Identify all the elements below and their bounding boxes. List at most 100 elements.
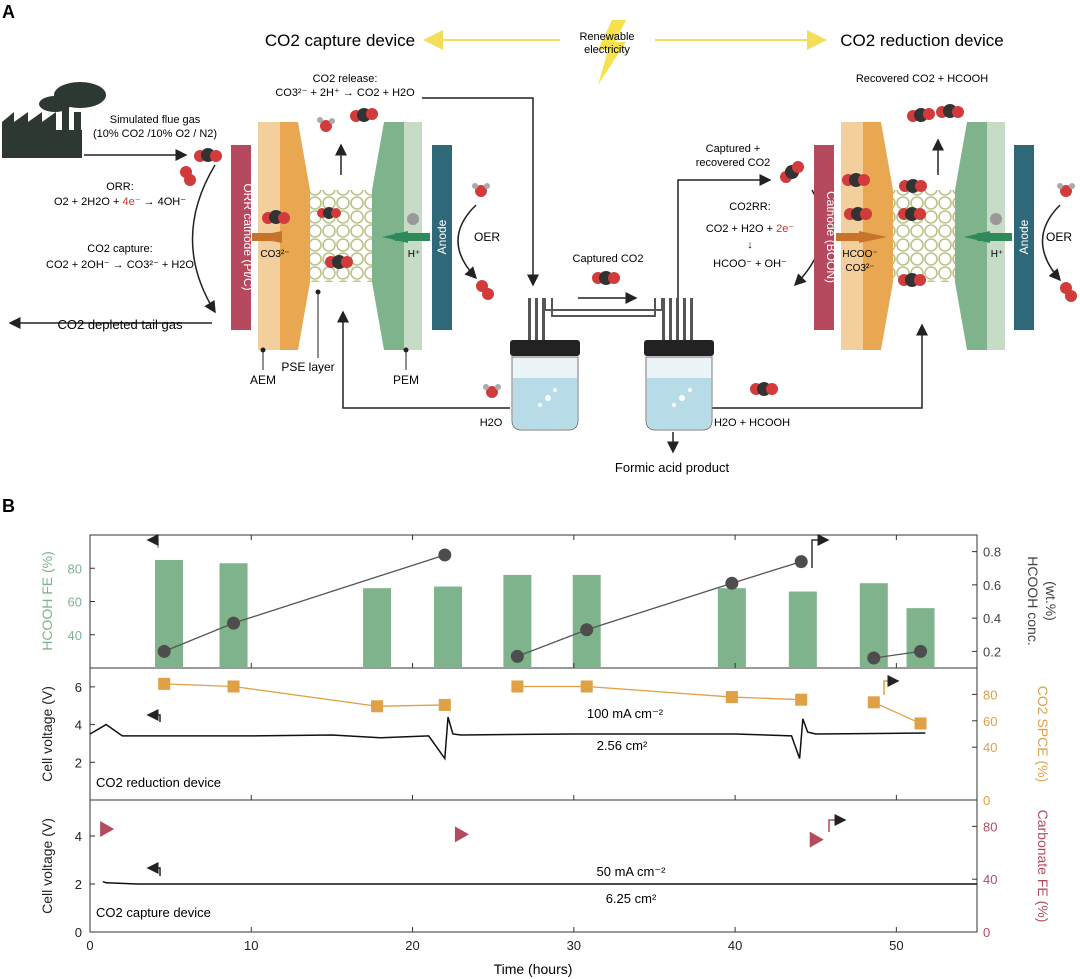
- bottom-voltage-tick-label: 4: [75, 829, 82, 844]
- x-tick-label: 20: [405, 938, 419, 953]
- h2o-molecule: [1057, 183, 1075, 197]
- renewable-line1: Renewable: [579, 31, 634, 43]
- capture-jar: [510, 298, 580, 431]
- orr-equation: O2 + 2H2O + 4e⁻ → 4OH⁻: [54, 196, 186, 208]
- formic-product-label: Formic acid product: [615, 460, 730, 475]
- fe-tick-label: 80: [68, 561, 82, 576]
- conc-point: [867, 651, 881, 665]
- spce-tick-label: 40: [983, 740, 997, 755]
- co2-molecule: [936, 104, 964, 118]
- co2-molecule: [317, 207, 341, 219]
- co2-molecule: [750, 382, 778, 396]
- carbonate-tick-label: 40: [983, 872, 997, 887]
- pse-layer-label: PSE layer: [281, 360, 334, 374]
- mid-voltage-tick-label: 4: [75, 718, 82, 733]
- conc-point: [510, 649, 524, 663]
- fe-bar: [219, 563, 248, 668]
- top-ylabel-right-2: (wt.%): [1043, 581, 1059, 621]
- co2-molecule: [899, 179, 927, 193]
- conc-point: [227, 616, 241, 630]
- co2-molecule: [194, 148, 222, 162]
- capture-equation: CO2 + 2OH⁻ → CO3²⁻ + H2O: [46, 259, 194, 271]
- co3-ion2-label: CO3²⁻: [845, 263, 874, 274]
- h-ion2-label: H⁺: [991, 249, 1004, 260]
- x-axis-label: Time (hours): [494, 961, 573, 977]
- recovered-label: Recovered CO2 + HCOOH: [856, 73, 988, 85]
- bottom-current-label: 50 mA cm⁻²: [597, 864, 667, 879]
- reduction-device-title: CO2 reduction device: [840, 31, 1003, 50]
- co2-molecule: [842, 173, 870, 187]
- conc-line: [873, 650, 921, 659]
- carbonate-tick-label: 80: [983, 819, 997, 834]
- anode-label: Anode: [435, 219, 449, 254]
- h2o-molecule: [483, 384, 501, 398]
- carbonate-point: [100, 821, 115, 838]
- top-ylabel-right-1: HCOOH conc.: [1025, 556, 1041, 645]
- conc-point: [580, 623, 594, 637]
- captured-co2-label: Captured CO2: [573, 253, 644, 265]
- spce-point: [580, 680, 593, 693]
- mid-voltage-tick-label: 6: [75, 680, 82, 695]
- co2rr-equation: CO2 + H2O + 2e⁻: [706, 223, 795, 235]
- mid-voltage-hook-icon: [146, 709, 161, 722]
- fe-bar: [788, 591, 817, 668]
- co2-molecule: [898, 207, 926, 221]
- bottom-ylabel-right: Carbonate FE (%): [1035, 810, 1051, 923]
- bottom-area-label: 6.25 cm²: [606, 891, 657, 906]
- h2o-hcooh-label: H2O + HCOOH: [714, 417, 790, 429]
- x-tick-label: 40: [728, 938, 742, 953]
- x-tick-label: 0: [86, 938, 93, 953]
- oer-label: OER: [474, 230, 500, 244]
- aem-label: AEM: [250, 373, 276, 387]
- x-tick-label: 30: [567, 938, 581, 953]
- mid-ylabel-right: CO2 SPCE (%): [1035, 686, 1051, 782]
- conc-point: [794, 555, 808, 569]
- reduction-jar: [644, 298, 714, 431]
- conc-tick-label: 0.8: [983, 545, 1001, 560]
- spce-line: [164, 683, 445, 707]
- flue-gas-line1: Simulated flue gas: [110, 114, 201, 126]
- conc-axis-hook-icon: [811, 534, 830, 568]
- co2rr-arrow: ↓: [747, 239, 753, 251]
- bottom-ylabel-left: Cell voltage (V): [39, 818, 55, 914]
- bottom-voltage-tick-label: 0: [75, 925, 82, 940]
- fe-bar: [717, 588, 746, 668]
- conc-point: [157, 644, 171, 658]
- co2-molecule: [262, 210, 290, 224]
- h-ion-label: H⁺: [408, 249, 421, 260]
- bottom-device-label: CO2 capture device: [96, 905, 211, 920]
- conc-tick-label: 0.4: [983, 611, 1001, 626]
- mid-current-label: 100 mA cm⁻²: [587, 706, 664, 721]
- conc-line: [163, 554, 445, 652]
- conc-point: [438, 548, 452, 562]
- carbonate-axis-hook-icon: [828, 814, 847, 832]
- conc-tick-label: 0.2: [983, 644, 1001, 659]
- co3-ion-label: CO3²⁻: [260, 249, 289, 260]
- conc-tick-label: 0.6: [983, 578, 1001, 593]
- spce-point: [511, 680, 524, 693]
- co2rr-title: CO2RR:: [729, 201, 771, 213]
- bottom-voltage-tick-label: 2: [75, 877, 82, 892]
- co2rr-products: HCOO⁻ + OH⁻: [713, 258, 787, 270]
- spce-point: [371, 700, 384, 713]
- capture-voltage-line: [102, 880, 977, 885]
- fe-bar: [363, 588, 392, 668]
- fe-axis-hook-icon: [146, 534, 159, 548]
- fe-bar: [572, 574, 601, 668]
- spce-point: [158, 677, 171, 690]
- fe-bar: [906, 608, 935, 668]
- carbonate-point: [454, 826, 469, 843]
- co2-molecule: [592, 271, 620, 285]
- spce-point: [867, 696, 880, 709]
- anode2-label: Anode: [1017, 219, 1031, 254]
- reduction-device-cell: Cathode (BOON) Anode HCOO⁻ CO3²⁻ H⁺: [814, 122, 1034, 350]
- plot-layer: [89, 548, 977, 885]
- h2o-label: H2O: [480, 417, 503, 429]
- top-ylabel-left: HCOOH FE (%): [39, 551, 55, 651]
- spce-point: [227, 680, 240, 693]
- factory-icon: [2, 82, 106, 158]
- orr-title: ORR:: [106, 181, 134, 193]
- spce-line: [517, 685, 802, 701]
